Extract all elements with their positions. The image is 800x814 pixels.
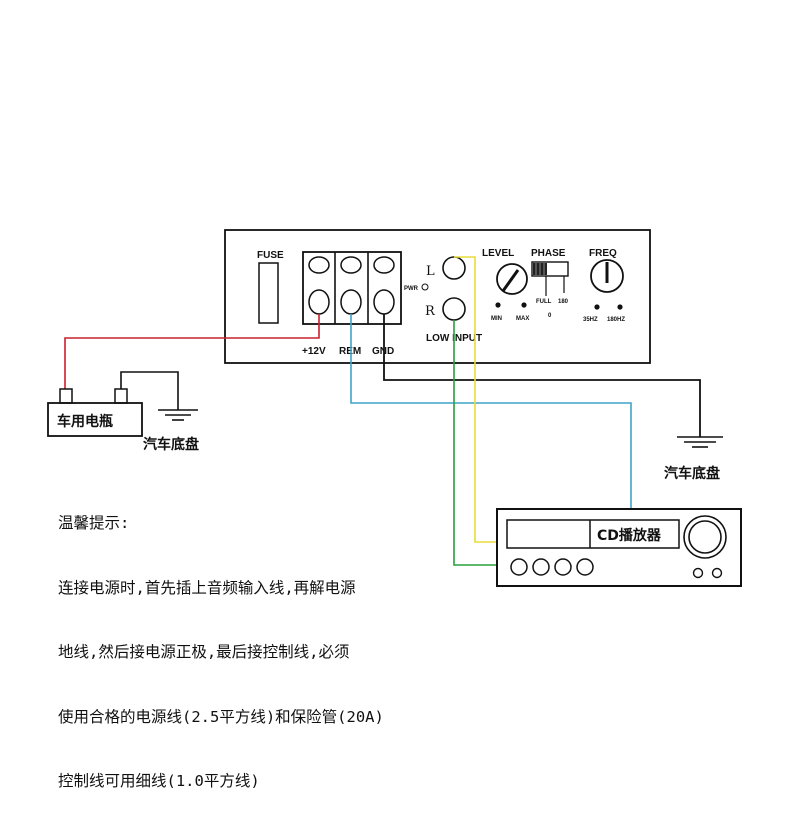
power-wire: [64, 314, 320, 389]
level-knob-icon: [496, 263, 528, 295]
tips-title: 温馨提示:: [58, 514, 130, 532]
phase-0-label: 0: [548, 313, 552, 319]
cd-player-label: CD播放器: [597, 527, 662, 544]
phase-label: PHASE: [531, 248, 566, 259]
freq-low-dot-icon: [594, 304, 600, 310]
battery-ground-wire: [120, 371, 179, 410]
cd-small-knob-icon: [692, 567, 704, 579]
ground-right-label: 汽车底盘: [664, 465, 720, 482]
tips-line: 使用合格的电源线(2.5平方线)和保险管(20A): [58, 707, 384, 726]
terminal-label-rem: REM: [339, 346, 361, 357]
tips-line: 连接电源时,首先插上音频输入线,再解电源: [58, 578, 356, 597]
terminal-socket-12v: [308, 289, 330, 315]
remote-wire: [350, 314, 632, 509]
cd-volume-knob-icon: [683, 515, 727, 559]
input-left-label: L: [426, 264, 435, 279]
cd-button-icon: [510, 558, 528, 576]
freq-knob-icon: [590, 259, 624, 293]
amplifier-panel: FUSE +12V REM GND PWR L R LOW INPUT L: [224, 229, 651, 364]
cd-button-icon: [576, 558, 594, 576]
ground-wire: [383, 314, 701, 437]
level-max-dot-icon: [521, 302, 527, 308]
terminal-screw-icon: [340, 256, 362, 274]
cd-display-icon: [506, 519, 680, 549]
terminal-block: [302, 251, 402, 325]
tips-line: 地线,然后接电源正极,最后接控制线,必须: [58, 643, 350, 661]
terminal-socket-rem: [340, 289, 362, 315]
input-right-label: R: [425, 304, 436, 319]
level-max-label: MAX: [516, 316, 529, 322]
phase-switch-icon: [531, 261, 569, 296]
battery-terminal-icon: [59, 388, 73, 404]
phase-180-label: 180: [558, 299, 569, 305]
cd-button-icon: [532, 558, 550, 576]
tips-line: 控制线可用细线(1.0平方线): [58, 772, 260, 790]
level-label: LEVEL: [482, 248, 514, 259]
cd-button-icon: [554, 558, 572, 576]
battery-terminal-icon: [114, 388, 128, 404]
fuse-label: FUSE: [257, 250, 284, 261]
level-min-label: MIN: [491, 316, 502, 322]
phase-full-label: FULL: [536, 299, 552, 305]
terminal-socket-gnd: [373, 289, 395, 315]
left-audio-wire: [454, 256, 497, 543]
tips-block: 温馨提示: 连接电源时,首先插上音频输入线,再解电源 地线,然后接电源正极,最后…: [58, 470, 384, 814]
freq-high-label: 180HZ: [607, 317, 625, 323]
ground-right-icon: [677, 436, 723, 448]
level-min-dot-icon: [495, 302, 501, 308]
rca-input-right-icon: [442, 297, 466, 321]
ground-left-icon: [158, 409, 198, 421]
terminal-screw-icon: [308, 256, 330, 274]
right-audio-wire: [453, 320, 497, 566]
pwr-label: PWR: [404, 286, 419, 292]
terminal-screw-icon: [373, 256, 395, 274]
rca-input-left-icon: [442, 256, 466, 280]
freq-high-dot-icon: [617, 304, 623, 310]
freq-label: FREQ: [589, 248, 617, 259]
fuse-icon: [258, 262, 279, 324]
battery-label: 车用电瓶: [57, 413, 113, 430]
freq-low-label: 35HZ: [583, 317, 598, 323]
terminal-label-12v: +12V: [302, 346, 326, 357]
cd-small-knob-icon: [711, 567, 723, 579]
pwr-led-icon: [421, 283, 429, 291]
cd-player: CD播放器: [496, 508, 742, 587]
ground-left-label: 汽车底盘: [143, 436, 199, 453]
battery: 车用电瓶: [47, 388, 143, 437]
